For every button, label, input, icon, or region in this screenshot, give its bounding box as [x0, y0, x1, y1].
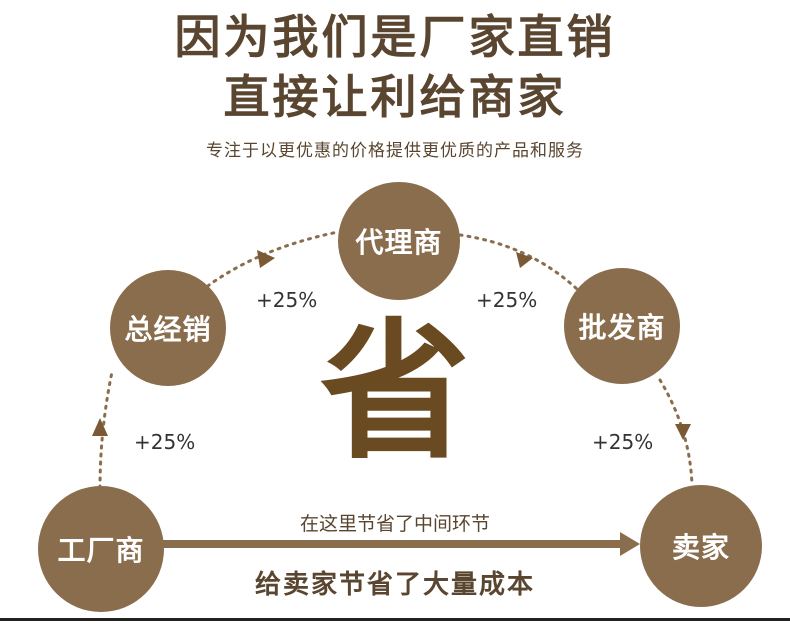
- dotted-connector-agent-wholesaler: [458, 233, 580, 292]
- subheadline: 专注于以更优惠的价格提供更优质的产品和服务: [206, 141, 584, 161]
- node-wholesaler: 批发商: [564, 268, 680, 384]
- arrow-head-down-icon: [675, 424, 691, 440]
- node-seller: 卖家: [640, 485, 762, 607]
- markup-label-wholesaler-seller: +25%: [592, 430, 654, 454]
- markup-label-distributor-agent: +25%: [256, 288, 318, 312]
- arrow-head-down-right-icon: [516, 252, 533, 268]
- node-distributor: 总经销: [110, 270, 226, 386]
- caption-save-costs: 给卖家节省了大量成本: [254, 570, 535, 600]
- arrow-head-up-icon: [92, 418, 108, 436]
- markup-label-agent-wholesaler: +25%: [476, 288, 538, 312]
- arrow-head-right-icon: [257, 250, 275, 268]
- center-save-character: 省: [319, 306, 470, 480]
- caption-skip-middlemen: 在这里节省了中间环节: [299, 513, 490, 535]
- dotted-connector-distributor-agent: [193, 230, 340, 298]
- node-agent: 代理商: [338, 182, 460, 300]
- direct-arrow-head-icon: [620, 532, 640, 556]
- dotted-connector-wholesaler-seller: [658, 378, 694, 487]
- markup-label-factory-distributor: +25%: [134, 430, 196, 454]
- headline-line-2: 直接让利给商家: [223, 70, 567, 124]
- bottom-divider: [0, 618, 790, 621]
- headline-line-1: 因为我们是厂家直销: [174, 10, 616, 64]
- direct-arrow-shaft: [150, 540, 628, 548]
- node-factory: 工厂商: [38, 486, 164, 612]
